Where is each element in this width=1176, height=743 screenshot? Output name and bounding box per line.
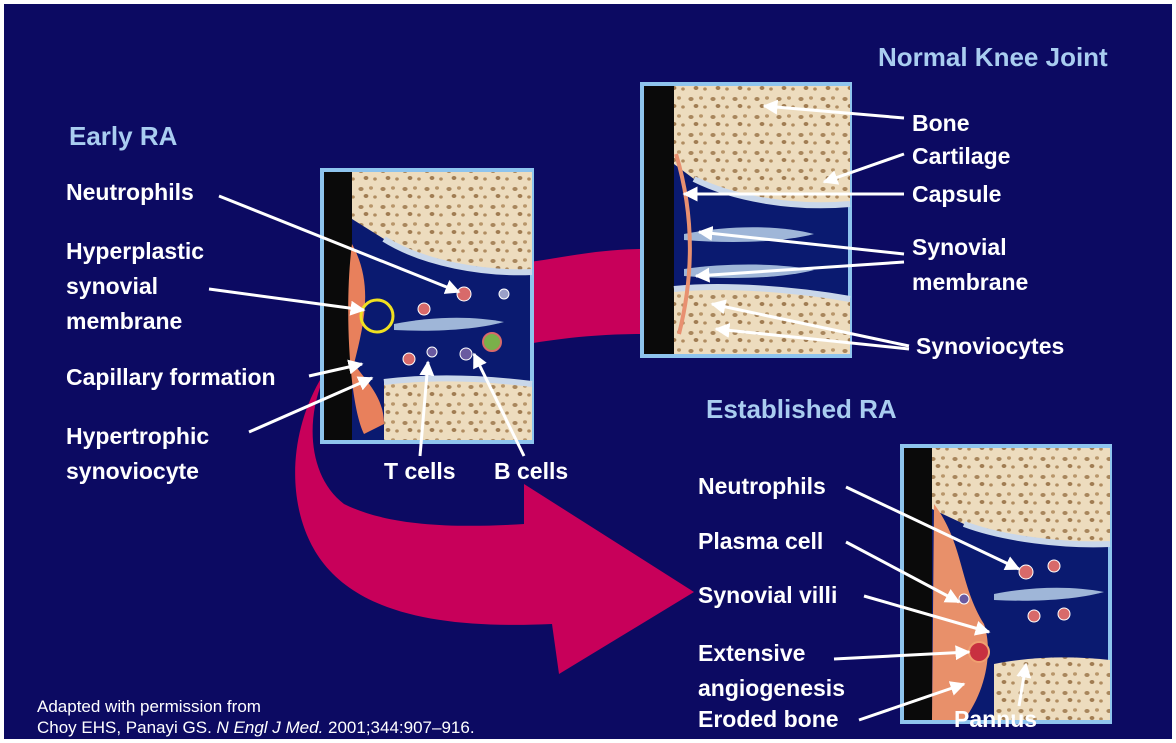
label-hyperplastic-synovial-membrane: Hyperplastic synovial membrane bbox=[66, 234, 204, 339]
label-cartilage: Cartilage bbox=[912, 139, 1010, 174]
label-synoviocytes: Synoviocytes bbox=[916, 329, 1064, 364]
label-b-cells: B cells bbox=[494, 454, 568, 489]
early-ra-header: Early RA bbox=[69, 121, 177, 152]
citation-volume: 2001;344:907–916. bbox=[323, 718, 474, 737]
label-neutrophils-established: Neutrophils bbox=[698, 469, 826, 504]
label-plasma-cell: Plasma cell bbox=[698, 524, 823, 559]
normal-joint-panel bbox=[642, 84, 850, 356]
normal-joint-header: Normal Knee Joint bbox=[878, 42, 1108, 73]
citation-line-1: Adapted with permission from bbox=[37, 696, 261, 717]
label-synovial-membrane: Synovial membrane bbox=[912, 230, 1028, 300]
citation-journal: N Engl J Med. bbox=[217, 718, 324, 737]
label-eroded-bone: Eroded bone bbox=[698, 702, 839, 737]
label-hypertrophic-synoviocyte: Hypertrophic synoviocyte bbox=[66, 419, 209, 489]
label-bone: Bone bbox=[912, 106, 970, 141]
label-t-cells: T cells bbox=[384, 454, 456, 489]
label-capsule: Capsule bbox=[912, 177, 1001, 212]
label-capillary-formation: Capillary formation bbox=[66, 360, 276, 395]
citation-authors: Choy EHS, Panayi GS. bbox=[37, 718, 217, 737]
citation-line-2: Choy EHS, Panayi GS. N Engl J Med. 2001;… bbox=[37, 717, 475, 738]
label-extensive-angiogenesis: Extensive angiogenesis bbox=[698, 636, 845, 706]
slide: Normal Knee Joint Early RA Established R… bbox=[4, 4, 1172, 739]
early-ra-panel bbox=[322, 170, 532, 442]
label-synovial-villi: Synovial villi bbox=[698, 578, 837, 613]
established-ra-header: Established RA bbox=[706, 394, 897, 425]
label-neutrophils-early: Neutrophils bbox=[66, 175, 194, 210]
label-pannus: Pannus bbox=[954, 702, 1037, 737]
established-ra-panel bbox=[902, 446, 1110, 722]
